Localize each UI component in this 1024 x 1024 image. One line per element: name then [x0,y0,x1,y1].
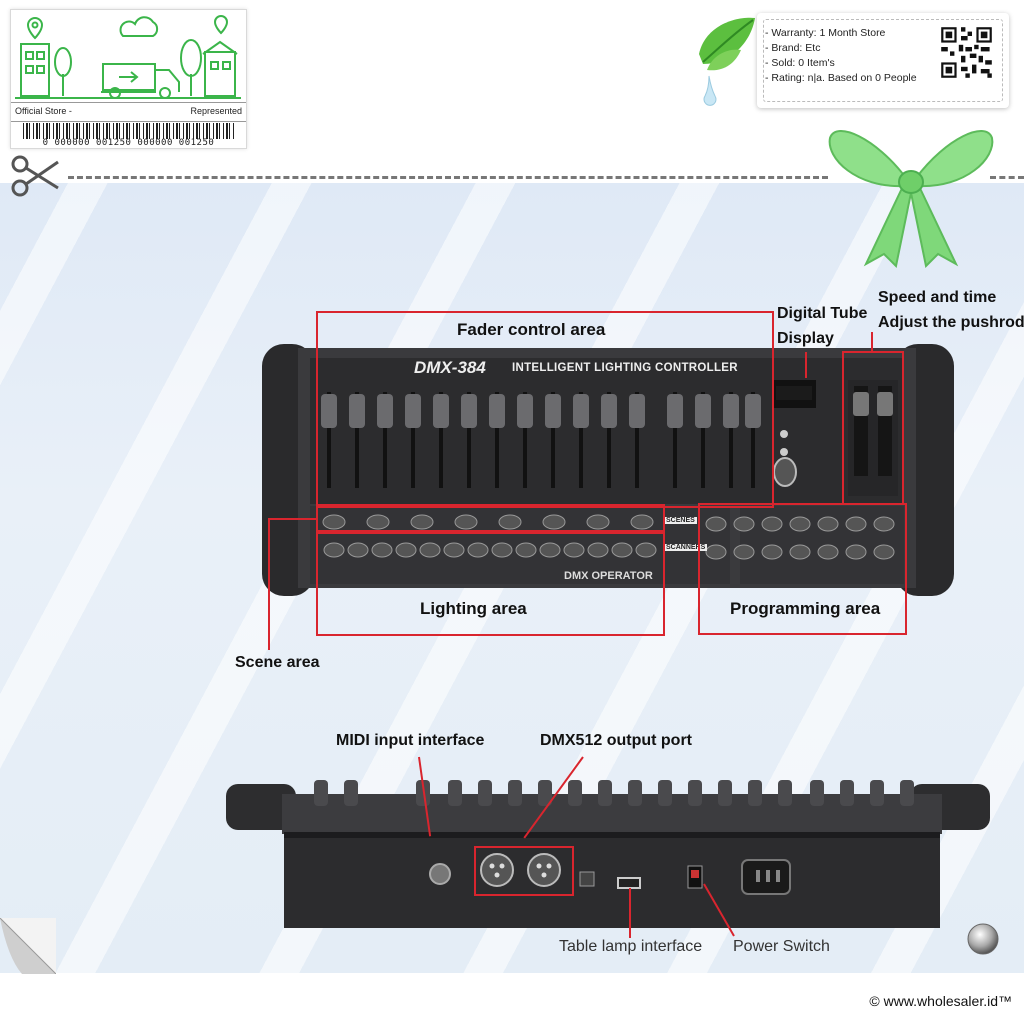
scene-area-box [316,504,665,534]
digital-tube-label-1: Digital Tube [777,305,868,322]
store-illustration-icon [15,14,241,99]
device-brand: DMX-384 [414,358,486,377]
page-curl-icon [0,918,56,974]
programming-area-box [698,503,907,635]
fader-14[interactable] [694,392,712,488]
fader-13[interactable] [666,392,684,488]
controller-rear-panel-icon [226,780,990,928]
info-warranty: - Warranty: 1 Month Store [765,27,886,39]
programming-area-label: Programming area [730,599,881,618]
midi-input-label: MIDI input interface [336,732,485,749]
fader-9[interactable] [544,392,562,488]
info-card-border [763,19,1003,102]
device-title: INTELLIGENT LIGHTING CONTROLLER [512,362,738,374]
scissors-icon [11,155,59,197]
table-lamp-label: Table lamp interface [559,938,703,955]
lighting-area-box [316,530,665,636]
fader-5[interactable] [432,392,450,488]
dmx512-output-box [474,846,574,896]
product-info-card: - Warranty: 1 Month Store - Brand: Etc -… [757,13,1009,108]
scene-area-pointer-horizontal [268,518,316,520]
fader-control-box [316,311,774,508]
fader-6[interactable] [460,392,478,488]
info-rating: - Rating: n|a. Based on 0 People [765,72,917,84]
fader-3[interactable] [376,392,394,488]
footer-copyright: © www.wholesaler.id™ [869,993,1012,1009]
fader-15[interactable] [722,392,740,488]
device-operator-label: DMX OPERATOR [564,570,653,582]
fader-control-label: Fader control area [457,320,606,339]
dmx512-output-label: DMX512 output port [540,732,692,749]
speed-time-label-1: Speed and time [878,289,997,306]
store-left-label: Official Store - [15,106,72,116]
info-brand: - Brand: Etc [765,42,821,54]
fader-7[interactable] [488,392,506,488]
store-badge: Official Store - Represented 0 000000 00… [10,9,247,149]
speed-time-box [842,351,904,505]
cut-line-right [990,176,1024,179]
cut-line [68,176,828,179]
green-bow-icon [828,130,994,268]
fader-10[interactable] [572,392,590,488]
fader-1[interactable] [320,392,338,488]
power-switch-label: Power Switch [733,938,830,955]
metal-button-icon[interactable] [966,922,1000,956]
barcode [23,123,234,139]
fader-16[interactable] [744,392,762,488]
leaf-drop-icon [699,17,755,106]
fader-4[interactable] [404,392,422,488]
scene-area-label: Scene area [235,654,320,671]
speed-time-pointer [871,332,873,352]
lighting-area-label: Lighting area [420,599,527,618]
scanners-tag: SCANNERS [664,544,708,551]
fader-12[interactable] [628,392,646,488]
scenes-tag: SCENES [664,517,697,524]
speed-time-label-2: Adjust the pushrod [878,314,1024,331]
store-right-label: Represented [190,106,242,116]
qr-code-icon [939,25,994,80]
fader-11[interactable] [600,392,618,488]
fader-8[interactable] [516,392,534,488]
digital-tube-label-2: Display [777,330,834,347]
scene-area-pointer-vertical [268,518,270,650]
store-label-bar: Official Store - Represented [11,102,246,122]
table-lamp-pointer [629,888,631,938]
fader-2[interactable] [348,392,366,488]
digital-tube-pointer [805,352,807,378]
barcode-number: 0 000000 001250 000000 001250 [42,138,215,148]
info-sold: - Sold: 0 Item's [765,57,835,69]
